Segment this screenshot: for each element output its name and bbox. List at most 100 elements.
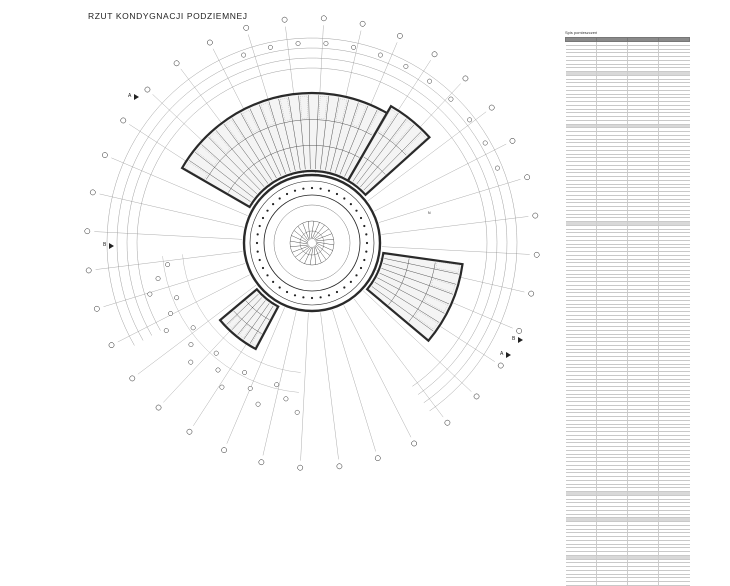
room-schedule-cell [658, 334, 690, 339]
axis-bubble [274, 382, 280, 388]
room-schedule-cell [627, 191, 659, 196]
room-schedule-cell [565, 386, 597, 391]
room-schedule-cell [627, 427, 659, 432]
room-schedule-cell [565, 165, 597, 170]
room-schedule-cell [596, 450, 628, 455]
room-schedule-row [565, 131, 690, 136]
axis-bubble [294, 409, 300, 415]
room-schedule-cell [565, 281, 597, 286]
room-schedule-row [565, 262, 690, 267]
room-schedule-cell [627, 345, 659, 350]
column [319, 296, 322, 299]
column [359, 266, 363, 270]
section-arrow [506, 352, 511, 358]
column [335, 290, 339, 294]
column [258, 224, 261, 228]
room-schedule-cell [627, 405, 659, 410]
room-schedule-cell [658, 315, 690, 320]
rosette-line [299, 246, 312, 262]
room-schedule-row [565, 465, 690, 470]
room-schedule-row [565, 150, 690, 155]
room-schedule-cell [565, 206, 597, 211]
grid-axis-bubbles [84, 15, 540, 471]
room-schedule-row [565, 315, 690, 320]
axis-bubble [144, 86, 151, 93]
room-schedule-cell [658, 307, 690, 312]
room-schedule-cell [596, 300, 628, 305]
column [278, 197, 281, 200]
room-schedule-cell [627, 390, 659, 395]
grid-line [99, 193, 244, 228]
room-schedule-cell [596, 41, 628, 46]
axis-bubble [215, 367, 221, 373]
room-schedule-cell [658, 139, 690, 144]
corridor-wall [205, 119, 372, 180]
room-schedule-cell [627, 461, 659, 466]
rosette-line [315, 241, 334, 246]
room-schedule-cell [596, 67, 628, 72]
room-schedule-cell [596, 465, 628, 470]
partition-wall [371, 286, 434, 332]
room-schedule-cell [627, 296, 659, 301]
column [349, 203, 352, 206]
room-schedule-cell [565, 187, 597, 192]
room-schedule-cell [596, 349, 628, 354]
room-schedule-cell [627, 165, 659, 170]
column [363, 258, 366, 262]
room-schedule-cell [627, 315, 659, 320]
room-schedule-cell [596, 105, 628, 110]
room-schedule-cell [565, 319, 597, 324]
axis-bubble [190, 325, 196, 331]
room-schedule-row [565, 341, 690, 346]
room-schedule-cell [565, 472, 597, 477]
axis-bubble [165, 262, 171, 268]
axis-bubble [495, 165, 500, 171]
room-schedule-row [565, 75, 690, 80]
room-schedule-cell [596, 435, 628, 440]
room-schedule-cell [658, 469, 690, 474]
room-schedule-row [565, 431, 690, 436]
axis-bubble [295, 41, 301, 46]
room-schedule-row [565, 52, 690, 57]
room-schedule-cell [627, 356, 659, 361]
room-schedule-cell [565, 424, 597, 429]
room-schedule-cell [565, 169, 597, 174]
partition-wall [189, 160, 251, 202]
room-schedule-row [565, 274, 690, 279]
rosette-line [311, 222, 320, 240]
room [378, 109, 397, 134]
room-schedule-row [565, 277, 690, 282]
room-schedule-cell [596, 371, 628, 376]
axis-bubble [462, 75, 469, 82]
room-schedule-cell [565, 292, 597, 297]
room-schedule-cell [658, 75, 690, 80]
partition-wall [356, 118, 407, 185]
room-schedule-cell [596, 439, 628, 444]
room-schedule-cell [596, 405, 628, 410]
room-schedule-cell [658, 176, 690, 181]
room-schedule-cell [565, 420, 597, 425]
room-schedule-cell [565, 379, 597, 384]
rosette-line [312, 224, 325, 240]
partition-wall [381, 268, 454, 295]
room-schedule-cell [627, 439, 659, 444]
room-schedule-cell [658, 390, 690, 395]
room-schedule-row [565, 304, 690, 309]
wing-outline [346, 104, 431, 197]
room-schedule-cell [627, 397, 659, 402]
room-schedule-header [565, 37, 690, 42]
room-schedule-cell [596, 472, 628, 477]
room-schedule-cell [658, 214, 690, 219]
room-schedule-cell [565, 326, 597, 331]
axis-bubble [213, 350, 219, 356]
column [365, 233, 368, 236]
corridor-wall [388, 258, 410, 306]
room-schedule-cell [565, 300, 597, 305]
room-schedule-row [565, 334, 690, 339]
room-schedule-cell [627, 120, 659, 125]
room-schedule-row [565, 240, 690, 245]
partition-wall [344, 109, 378, 177]
room-schedule-cell [565, 180, 597, 185]
room-schedule-cell [596, 397, 628, 402]
axis-bubble [336, 463, 343, 470]
